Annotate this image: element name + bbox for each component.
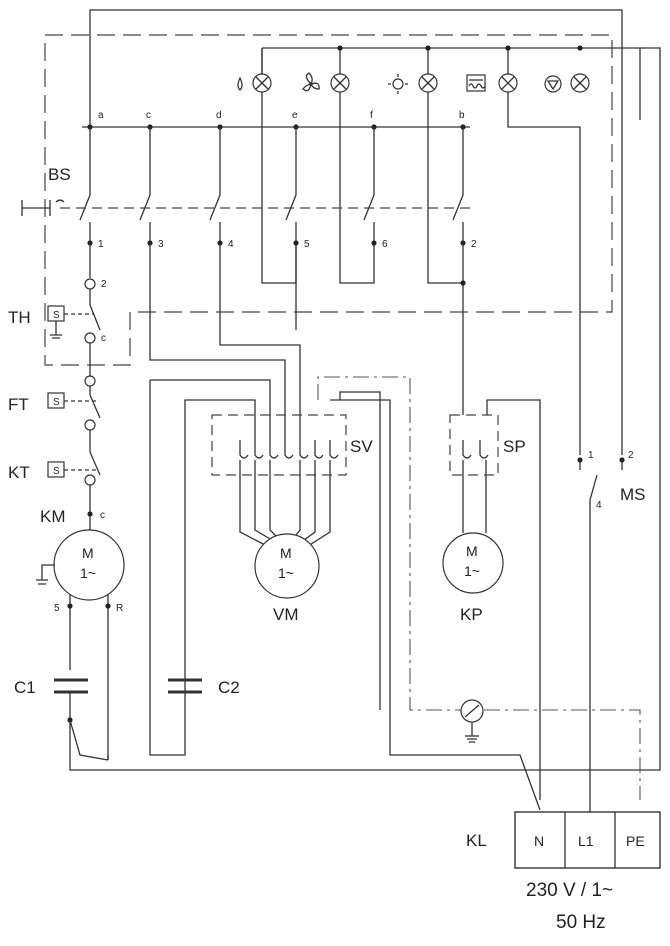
svg-text:M: M bbox=[82, 545, 94, 561]
switch-top-b: b bbox=[459, 110, 465, 121]
sv-contacts bbox=[239, 440, 339, 459]
svg-text:M: M bbox=[280, 545, 292, 561]
motor-km-pin-right: R bbox=[116, 603, 123, 614]
th-pin-common: c bbox=[101, 333, 106, 344]
motor-vm: M 1~ bbox=[254, 533, 320, 599]
switch-top-f: f bbox=[370, 110, 373, 121]
terminal-block: N L1 PE bbox=[514, 811, 661, 869]
label-km: KM bbox=[40, 507, 66, 526]
indicator-lamps bbox=[252, 73, 590, 93]
label-kt: KT bbox=[8, 463, 30, 482]
label-kl: KL bbox=[466, 831, 487, 850]
switch-top-e: e bbox=[292, 110, 298, 121]
label-ft: FT bbox=[8, 395, 29, 414]
switch-bottom-2: 2 bbox=[471, 239, 477, 250]
motor-km: M 1~ bbox=[53, 529, 125, 601]
pump-icon bbox=[544, 75, 562, 93]
svg-text:S: S bbox=[53, 310, 60, 321]
switch-bottom-4: 4 bbox=[228, 239, 234, 250]
label-ms: MS bbox=[620, 485, 646, 504]
sp-block bbox=[449, 414, 499, 476]
motor-kp: M 1~ bbox=[442, 532, 504, 594]
drop-icon bbox=[237, 76, 243, 91]
label-bs: BS bbox=[48, 165, 71, 184]
label-kp: KP bbox=[460, 605, 483, 624]
terminal-l1: L1 bbox=[578, 833, 594, 849]
capacitor-c1 bbox=[54, 678, 88, 694]
svg-text:1~: 1~ bbox=[80, 565, 96, 581]
fan-icon bbox=[302, 72, 320, 92]
switch-bottom-3: 3 bbox=[158, 239, 164, 250]
label-sp: SP bbox=[503, 437, 526, 456]
supply-voltage: 230 V / 1~ bbox=[526, 880, 613, 901]
motor-km-pin-left: 5 bbox=[54, 603, 60, 614]
svg-text:1~: 1~ bbox=[278, 565, 294, 581]
terminal-n: N bbox=[534, 833, 544, 849]
switch-top-d: d bbox=[216, 110, 222, 121]
heater-icon bbox=[466, 74, 486, 92]
switch-top-c: c bbox=[146, 110, 151, 121]
switch-bottom-5: 5 bbox=[304, 239, 310, 250]
lamp-wire-4 bbox=[507, 48, 581, 455]
svg-text:M: M bbox=[466, 543, 478, 559]
svg-text:S: S bbox=[53, 397, 60, 408]
switch-bottom-1: 1 bbox=[98, 239, 104, 250]
label-sv: SV bbox=[350, 437, 373, 456]
label-vm: VM bbox=[273, 605, 299, 624]
ground-symbol bbox=[460, 699, 484, 743]
feed-wire-top bbox=[89, 9, 623, 455]
svg-text:2: 2 bbox=[628, 450, 634, 461]
svg-text:4: 4 bbox=[596, 500, 602, 511]
svg-text:1: 1 bbox=[588, 450, 594, 461]
label-c2: C2 bbox=[218, 678, 240, 697]
sv-block bbox=[211, 414, 347, 476]
supply-frequency: 50 Hz bbox=[556, 912, 606, 933]
switch-ms: 1 2 4 bbox=[577, 450, 634, 812]
switch-bottom-6: 6 bbox=[382, 239, 388, 250]
label-c1: C1 bbox=[14, 678, 36, 697]
lamp-wire-3 bbox=[427, 48, 463, 284]
km-pin: c bbox=[100, 510, 105, 521]
lamp-wire-2 bbox=[339, 48, 375, 284]
control-box-outline bbox=[44, 34, 613, 366]
th-pin-top: 2 bbox=[101, 279, 107, 290]
svg-text:1~: 1~ bbox=[464, 563, 480, 579]
svg-text:S: S bbox=[53, 466, 60, 477]
capacitor-c2 bbox=[168, 678, 202, 694]
switch-top-a: a bbox=[98, 110, 104, 121]
terminal-pe: PE bbox=[626, 833, 645, 849]
label-th: TH bbox=[8, 308, 31, 327]
sun-icon bbox=[388, 74, 408, 94]
switch-bank-bs: a c d e f b BS 1 3 4 5 6 2 bbox=[21, 110, 477, 250]
